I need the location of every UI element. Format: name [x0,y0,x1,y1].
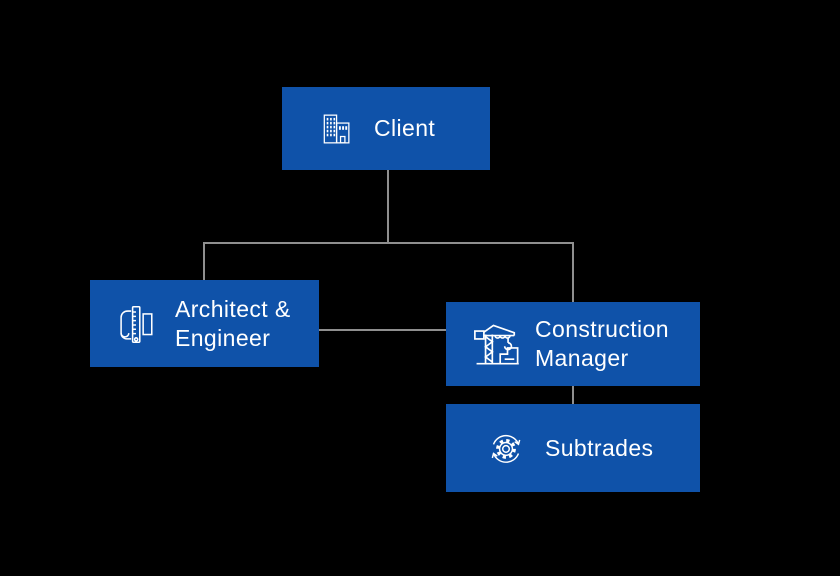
gear-cycle-icon [484,426,528,470]
connector-client-stem [387,170,389,243]
blueprint-ruler-icon [112,301,158,347]
connector-architect-drop [203,244,205,280]
connector-branch-horizontal [203,242,574,244]
connector-construction-drop [572,244,574,302]
node-architect-engineer: Architect & Engineer [90,280,319,367]
node-label-architect-engineer: Architect & Engineer [175,295,291,351]
node-subtrades: Subtrades [446,404,700,492]
connector-architect-construction [319,329,446,331]
node-label-construction-manager: Construction Manager [535,316,669,371]
node-label-client: Client [374,115,436,141]
node-construction-manager: Construction Manager [446,302,700,386]
tower-crane-icon [467,317,521,371]
building-icon [316,110,354,148]
connector-construction-subtrades [572,386,574,404]
node-label-subtrades: Subtrades [545,434,654,461]
node-client: Client [282,87,490,170]
